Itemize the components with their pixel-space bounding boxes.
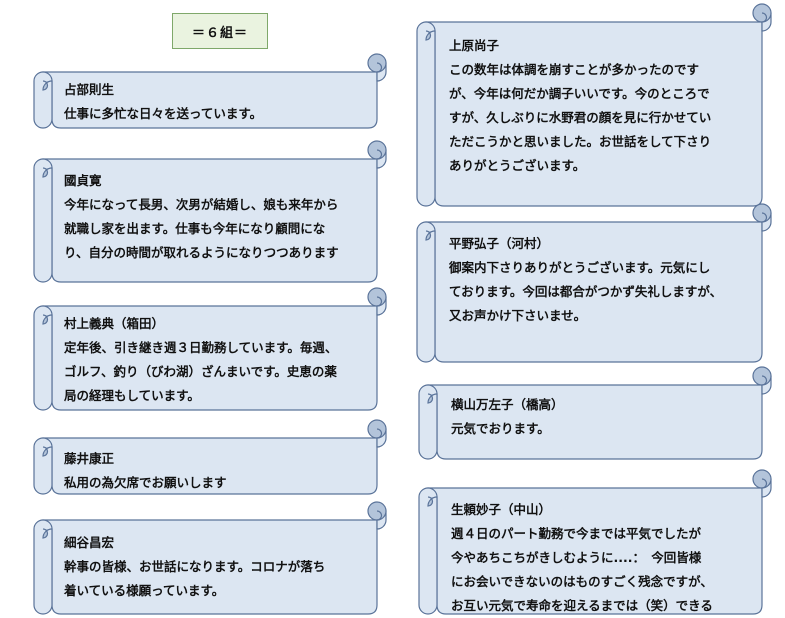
message-scroll-kunisada: 國貞寛 今年になって長男、次男が結婚し、娘も来年から 就職し家を出ます。仕事も今… [33, 140, 387, 286]
scroll-left-roll [33, 519, 53, 615]
scroll-right-curl-line [761, 12, 768, 23]
scroll-left-curl [42, 528, 53, 539]
scroll-frame [416, 3, 772, 207]
scroll-left-roll [33, 158, 53, 283]
scroll-right-curl-line [376, 428, 383, 439]
entry-name: 國貞寛 [64, 173, 102, 188]
entry-message-line: 幹事の皆様、お世話になります。コロナが落ち [64, 559, 326, 574]
entry-name: 占部則生 [64, 82, 115, 97]
entry-message-line: ております。今回は都合がつかず失礼しますが、 [449, 284, 723, 299]
entry-message-line: 元気でおります。 [451, 421, 550, 436]
scroll-left-curl [42, 446, 53, 457]
entry-name: 生頼妙子（中山） [451, 502, 552, 517]
entry-name: 村上義典（箱田） [64, 316, 165, 331]
message-scroll-urabe: 占部則生 仕事に多忙な日々を送っています。 [33, 53, 387, 132]
message-scroll-oyori: 生頼妙子（中山） 週４日のパート勤務で今までは平気でしたが 今やあちこちがきしむ… [418, 469, 772, 618]
entry-message-line: ゴルフ、釣り（びわ湖）ざんまいです。史恵の薬 [64, 364, 337, 379]
scroll-frame [33, 53, 387, 129]
entry-name: 細谷昌宏 [64, 535, 115, 550]
entry-name: 上原尚子 [449, 38, 500, 53]
entry-message-line: すが、久しぶりに水野君の顔を見に行かせてい [449, 110, 712, 125]
entry-message-line: 週４日のパート勤務で今までは平気でしたが [451, 526, 702, 541]
entry-message-line: り、自分の時間が取れるようになりつつあります [64, 245, 339, 260]
scroll-left-curl [42, 167, 53, 178]
scroll-left-curl [425, 230, 436, 241]
entry-message-line: この数年は体調を崩すことが多かったのです [449, 62, 700, 77]
scroll-left-roll [33, 305, 53, 411]
scroll-left-curl [42, 80, 53, 91]
scroll-left-roll [418, 384, 438, 460]
entry-message-line: 御案内下さりありがとうございます。元気にし [449, 260, 711, 275]
entry-message-line: ただこうかと思いました。お世話をして下さり [449, 134, 712, 149]
scroll-left-curl [427, 496, 438, 507]
message-scroll-hosoya: 細谷昌宏 幹事の皆様、お世話になります。コロナが落ち 着いている様願っています。 [33, 501, 387, 618]
scroll-left-roll [33, 437, 53, 495]
message-scroll-yokoyama: 横山万左子（橋高） 元気でおります。 [418, 366, 772, 463]
message-scroll-murakami: 村上義典（箱田） 定年後、引き継き週３日勤務しています。毎週、 ゴルフ、釣り（び… [33, 287, 387, 414]
entry-message-line: 私用の為欠席でお願いします [64, 475, 227, 490]
scroll-right-curl-line [761, 212, 768, 223]
scroll-frame [418, 366, 772, 460]
entry-message-line: お互い元気で寿命を迎えるまでは（笑）できる [451, 598, 713, 613]
entry-message-line: 今年になって長男、次男が結婚し、娘も来年から [64, 197, 339, 212]
scroll-frame [33, 419, 387, 495]
scroll-right-curl-line [761, 375, 768, 386]
scroll-right-curl-line [761, 478, 768, 489]
scroll-right-curl-line [376, 296, 383, 307]
entry-message-line: 着いている様願っています。 [64, 583, 225, 598]
entry-message-line: が、今年は何だか調子いいです。今のところで [449, 86, 710, 101]
scroll-frame [416, 203, 772, 363]
entry-name: 横山万左子（橋高） [451, 397, 564, 412]
entry-message-line: 又お声かけ下さいませ。 [449, 308, 587, 323]
scroll-left-curl [425, 30, 436, 41]
scroll-frame [418, 469, 772, 615]
scroll-left-curl [427, 393, 438, 404]
entry-message-line: にお会いできないのはものすごく残念ですが、 [451, 574, 713, 589]
entry-message-line: 定年後、引き継き週３日勤務しています。毎週、 [64, 340, 338, 355]
scroll-left-roll [416, 221, 436, 363]
entry-message-line: 局の経理もしています。 [64, 388, 200, 403]
message-scroll-uehara: 上原尚子 この数年は体調を崩すことが多かったのです が、今年は何だか調子いいです… [416, 3, 772, 210]
scroll-frame [33, 287, 387, 411]
message-scroll-hirano: 平野弘子（河村） 御案内下さりありがとうございます。元気にし ております。今回は… [416, 203, 772, 366]
entry-message-line: 就職し家を出ます。仕事も今年になり顧問にな [64, 221, 326, 236]
entry-message-line: 今やあちこちがきしむように....： 今回皆様 [451, 550, 702, 565]
entry-name: 藤井康正 [64, 451, 115, 466]
entry-message-line: ありがとうございます。 [449, 158, 586, 173]
scroll-left-roll [416, 21, 436, 207]
message-scroll-fujii: 藤井康正 私用の為欠席でお願いします [33, 419, 387, 498]
scroll-left-curl [42, 314, 53, 325]
scroll-left-roll [418, 487, 438, 615]
entry-message-line: 仕事に多忙な日々を送っています。 [64, 106, 263, 121]
scroll-right-curl-line [376, 510, 383, 521]
scroll-right-curl-line [376, 62, 383, 73]
scroll-frame [33, 501, 387, 615]
entry-name: 平野弘子（河村） [449, 236, 550, 251]
scroll-frame [33, 140, 387, 283]
group-title: ＝６組＝ [172, 13, 268, 49]
scroll-right-curl-line [376, 149, 383, 160]
